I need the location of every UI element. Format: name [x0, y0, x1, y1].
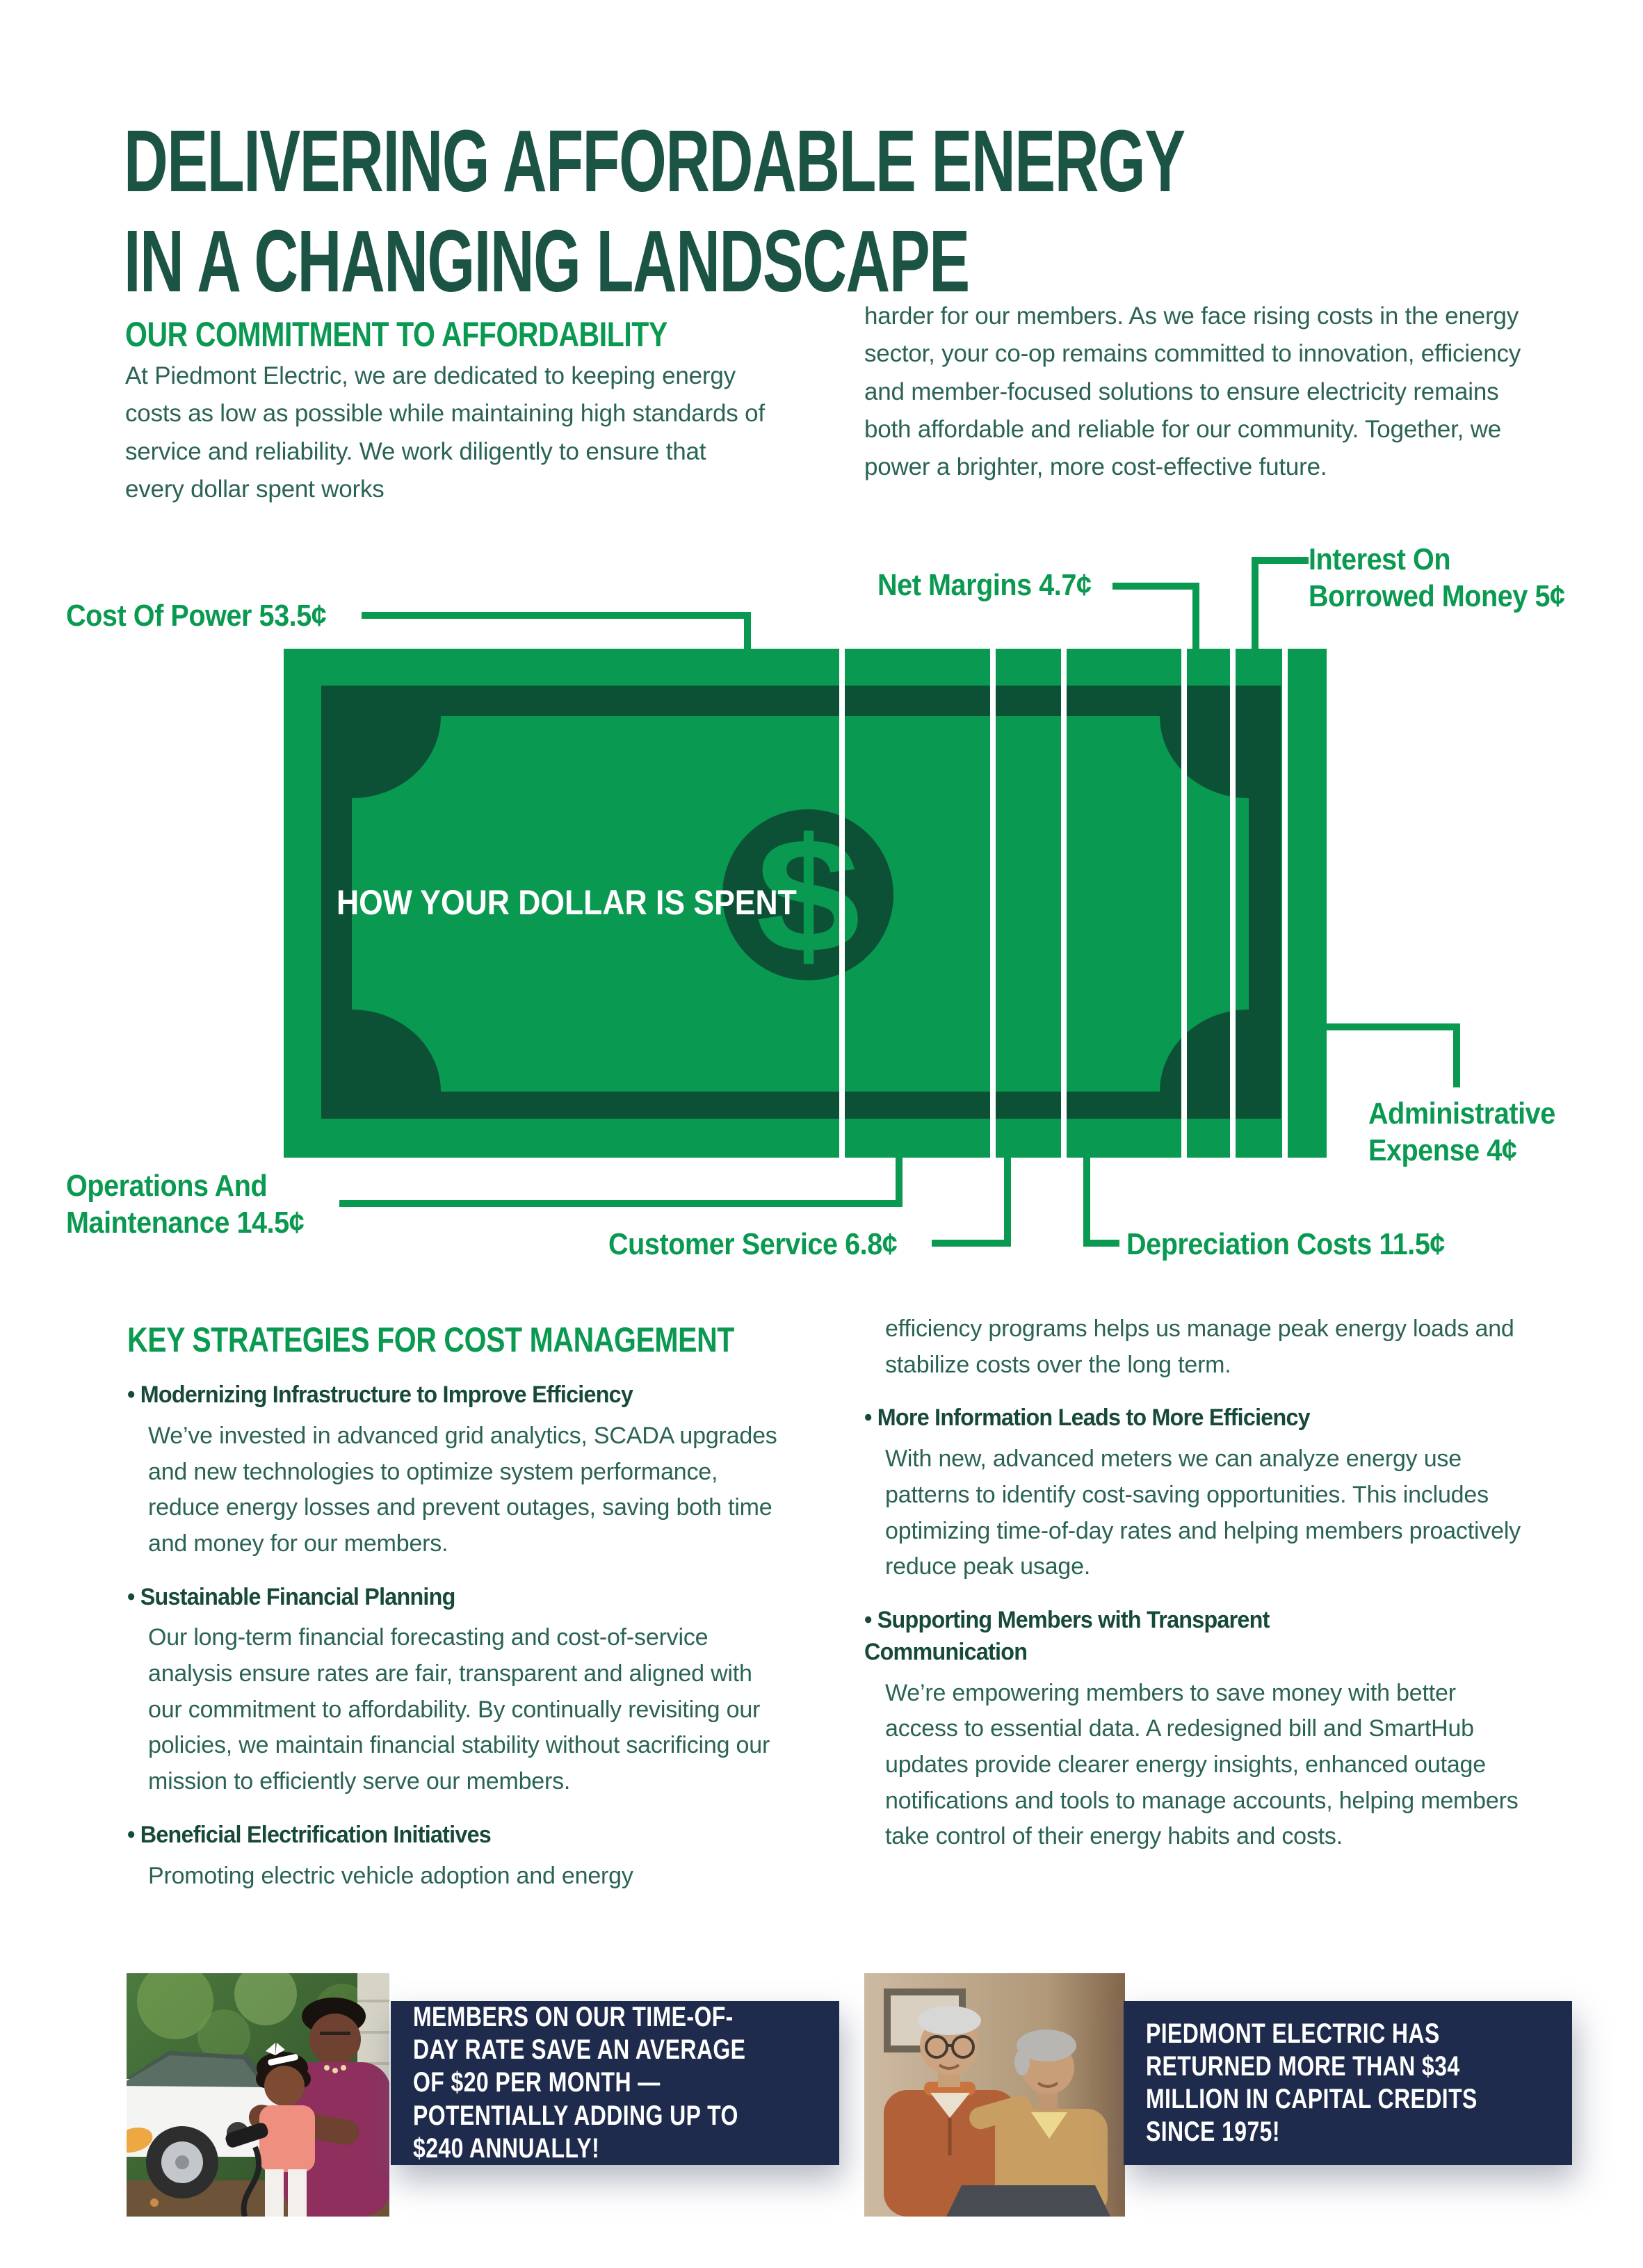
connector-depreciation-vertical [1083, 1158, 1090, 1247]
bill-segment-divider [990, 649, 996, 1158]
label-cost-of-power: Cost Of Power 53.5¢ [66, 599, 327, 633]
bill-corner-top-left [352, 716, 441, 798]
connector-customer-horizontal [932, 1240, 1011, 1247]
connector-depreciation-horizontal [1083, 1240, 1119, 1247]
callout-time-of-day-text: MEMBERS ON OUR TIME-OF-DAY RATE SAVE AN … [413, 2002, 746, 2164]
strategy-body-continuation: efficiency programs helps us manage peak… [885, 1315, 1514, 1378]
callout-capital-credits: PIEDMONT ELECTRIC HAS RETURNED MORE THAN… [1124, 2001, 1572, 2165]
label-customer-service: Customer Service 6.8¢ [608, 1227, 898, 1261]
connector-operations-horizontal [339, 1200, 903, 1207]
commitment-paragraph-left: At Piedmont Electric, we are dedicated t… [125, 362, 765, 503]
girl-figure [256, 2043, 315, 2217]
strategy-title: More Information Leads to More Efficienc… [864, 1402, 1498, 1434]
photo-ev-charging [127, 1973, 389, 2217]
label-net-margins: Net Margins 4.7¢ [877, 568, 1092, 602]
strategy-body: With new, advanced meters we can analyze… [885, 1445, 1521, 1580]
connector-net-horizontal [1112, 583, 1199, 590]
commitment-paragraph-right: harder for our members. As we face risin… [864, 302, 1521, 480]
photo-couple-laptop [864, 1973, 1125, 2217]
bill-segment-divider [1282, 649, 1288, 1158]
strategy-item: Beneficial Electrification Initiatives P… [127, 1820, 788, 1895]
dollar-bill: $ HOW YOUR DOLLAR IS SPENT [284, 649, 1327, 1158]
label-interest: Interest On Borrowed Money 5¢ [1309, 542, 1565, 615]
page-title-line1: DELIVERING AFFORDABLE ENERGY [124, 112, 1185, 210]
strategy-title: Supporting Members with Transparent Comm… [864, 1605, 1498, 1669]
connector-operations-vertical [896, 1158, 903, 1207]
label-operations-line2: Maintenance 14.5¢ [66, 1205, 305, 1240]
bill-segment-divider [1181, 649, 1187, 1158]
label-operations-maintenance: Operations And Maintenance 14.5¢ [66, 1168, 305, 1242]
connector-interest-vertical [1252, 557, 1258, 656]
strategies-right-column: efficiency programs helps us manage peak… [864, 1311, 1532, 1874]
strategy-item: Modernizing Infrastructure to Improve Ef… [127, 1379, 788, 1562]
page-title-line2: IN A CHANGING LANDSCAPE [124, 211, 970, 310]
strategies-heading: KEY STRATEGIES FOR COST MANAGEMENT [127, 1320, 734, 1359]
strategy-title: Beneficial Electrification Initiatives [127, 1820, 755, 1852]
strategy-item: Supporting Members with Transparent Comm… [864, 1605, 1532, 1855]
connector-customer-vertical [1004, 1158, 1011, 1247]
page-title: DELIVERING AFFORDABLE ENERGY IN A CHANGI… [124, 111, 1185, 311]
connector-cost-vertical [744, 612, 751, 656]
strategy-body: Our long-term financial forecasting and … [148, 1624, 770, 1795]
callout-capital-credits-text: PIEDMONT ELECTRIC HAS RETURNED MORE THAN… [1146, 2018, 1478, 2148]
bill-field [352, 716, 1249, 1092]
laptop [946, 2185, 1110, 2217]
label-depreciation: Depreciation Costs 11.5¢ [1126, 1227, 1446, 1261]
label-administrative-line2: Expense 4¢ [1368, 1133, 1517, 1167]
label-interest-line2: Borrowed Money 5¢ [1309, 578, 1565, 613]
strategy-body: Promoting electric vehicle adoption and … [148, 1862, 633, 1889]
strategy-item: Sustainable Financial Planning Our long-… [127, 1582, 788, 1800]
label-administrative: Administrative Expense 4¢ [1368, 1096, 1555, 1169]
strategy-title: Modernizing Infrastructure to Improve Ef… [127, 1379, 755, 1411]
strategy-item: More Information Leads to More Efficienc… [864, 1402, 1532, 1585]
callout-time-of-day: MEMBERS ON OUR TIME-OF-DAY RATE SAVE AN … [391, 2001, 839, 2165]
strategies-left-column: Modernizing Infrastructure to Improve Ef… [127, 1379, 788, 1913]
connector-interest-horizontal [1252, 557, 1309, 564]
strategy-title: Sustainable Financial Planning [127, 1582, 755, 1614]
label-administrative-line1: Administrative [1368, 1096, 1555, 1131]
bill-corner-bottom-left [352, 1010, 441, 1092]
bill-headline: HOW YOUR DOLLAR IS SPENT [337, 883, 797, 922]
bill-segment-divider [839, 649, 845, 1158]
charging-cable [225, 2123, 268, 2217]
strategy-body: We’re empowering members to save money w… [885, 1679, 1519, 1850]
bill-segment-divider [1230, 649, 1236, 1158]
connector-admin-vertical [1453, 1023, 1460, 1087]
label-interest-line1: Interest On [1309, 542, 1451, 576]
strategy-body: We’ve invested in advanced grid analytic… [148, 1422, 777, 1557]
connector-cost-horizontal [362, 612, 751, 619]
label-operations-line1: Operations And [66, 1169, 268, 1203]
connector-net-vertical [1192, 583, 1199, 656]
bill-segment-divider [1061, 649, 1067, 1158]
commitment-heading: OUR COMMITMENT TO AFFORDABILITY [125, 315, 667, 354]
connector-admin-horizontal [1327, 1023, 1460, 1030]
